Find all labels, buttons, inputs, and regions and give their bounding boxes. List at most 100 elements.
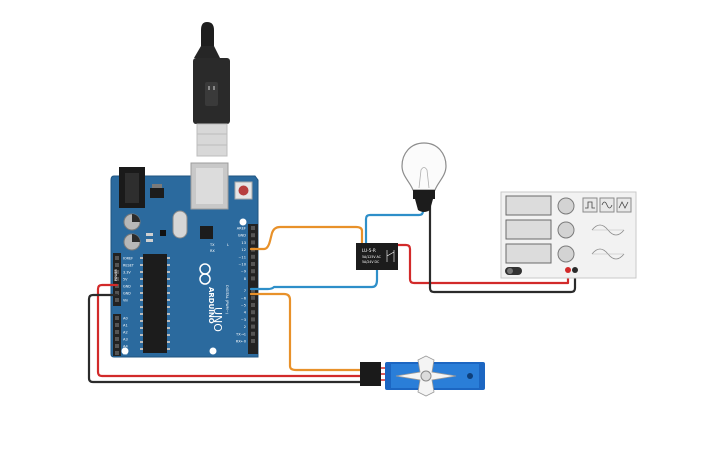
knob-offset[interactable] bbox=[557, 245, 575, 263]
chip-pin bbox=[140, 278, 143, 280]
mounting-hole bbox=[209, 347, 217, 355]
header-pin[interactable] bbox=[115, 298, 119, 302]
header-pin[interactable] bbox=[251, 324, 255, 329]
digital-pin-label: RX←0 bbox=[236, 340, 247, 344]
header-pin[interactable] bbox=[115, 256, 119, 260]
chip-pin bbox=[167, 306, 170, 308]
reset-button-cap[interactable] bbox=[238, 185, 249, 196]
digital-pin-label: 7 bbox=[244, 289, 246, 293]
function-generator[interactable] bbox=[500, 191, 637, 279]
header-pin[interactable] bbox=[251, 233, 255, 238]
wire-pin8-to-servo[interactable] bbox=[249, 292, 370, 372]
digital-pin-label: TX→1 bbox=[235, 332, 246, 336]
chip-pin bbox=[167, 292, 170, 294]
mounting-hole bbox=[121, 347, 129, 355]
header-pin[interactable] bbox=[115, 291, 119, 295]
chip-pin bbox=[140, 320, 143, 322]
chip-pin bbox=[140, 257, 143, 259]
header-pin[interactable] bbox=[251, 295, 255, 300]
wire-relay-to-bulb[interactable] bbox=[364, 204, 425, 246]
header-pin[interactable] bbox=[115, 277, 119, 281]
chip-pin bbox=[167, 341, 170, 343]
chip-pins bbox=[140, 257, 170, 350]
header-pin[interactable] bbox=[115, 330, 119, 334]
chip-pin bbox=[140, 271, 143, 273]
wire-gnd-to-servo[interactable] bbox=[87, 293, 370, 384]
knob-amplitude[interactable] bbox=[557, 221, 575, 239]
servo-motor-icon[interactable] bbox=[360, 355, 485, 397]
chip-pin bbox=[140, 313, 143, 315]
analog-pin-label: A4 bbox=[123, 345, 128, 349]
chip-pin bbox=[140, 306, 143, 308]
analog-pins bbox=[115, 316, 119, 355]
analog-pin-label: A5 bbox=[123, 352, 128, 356]
wire-5v-to-servo[interactable] bbox=[96, 283, 370, 378]
chip-pin bbox=[140, 299, 143, 301]
microcontroller-chip bbox=[143, 254, 167, 353]
chip-pin bbox=[167, 320, 170, 322]
wire-pin9-to-relay[interactable] bbox=[249, 260, 379, 291]
header-pin[interactable] bbox=[251, 240, 255, 245]
header-pin[interactable] bbox=[251, 288, 255, 293]
header-pin[interactable] bbox=[115, 270, 119, 274]
chip-pin bbox=[140, 334, 143, 336]
analog-header[interactable] bbox=[113, 314, 121, 356]
light-bulb-icon[interactable] bbox=[401, 142, 447, 212]
power-pin-label: 3.3V bbox=[123, 271, 131, 275]
chip-pin bbox=[140, 348, 143, 350]
header-pin[interactable] bbox=[115, 351, 119, 355]
wire-relay-to-generator[interactable] bbox=[393, 243, 570, 285]
chip-pin bbox=[167, 327, 170, 329]
display-offset bbox=[505, 243, 552, 264]
chip-pin bbox=[167, 278, 170, 280]
digital-pin-label: ~5 bbox=[241, 304, 246, 308]
power-pin-label: IOREF bbox=[123, 257, 133, 261]
relay-module[interactable]: LU-5-R 5A/125V AC 5A/24V DC bbox=[356, 243, 398, 270]
header-pin[interactable] bbox=[115, 344, 119, 348]
header-pin[interactable] bbox=[251, 331, 255, 336]
header-pin[interactable] bbox=[251, 226, 255, 230]
knob-frequency[interactable] bbox=[557, 197, 575, 215]
triangle-wave-button[interactable] bbox=[616, 197, 632, 213]
digital-pin-label: AREF bbox=[237, 227, 246, 231]
digital-header-title: DIGITAL (PWM~) bbox=[225, 285, 229, 315]
wire-gnd-to-relay[interactable] bbox=[249, 225, 364, 251]
digital-pin-label: ~3 bbox=[241, 318, 246, 322]
wire-bulb-to-generator[interactable] bbox=[428, 204, 577, 294]
header-pin[interactable] bbox=[251, 310, 255, 315]
header-pin[interactable] bbox=[251, 254, 255, 259]
chip-pin bbox=[167, 264, 170, 266]
rx-led-label: RX bbox=[210, 249, 215, 253]
power-header-title: POWER bbox=[114, 268, 118, 281]
header-pin[interactable] bbox=[251, 276, 255, 281]
mounting-hole bbox=[239, 218, 247, 226]
header-pin[interactable] bbox=[251, 317, 255, 322]
arduino-uno-board[interactable]: TX RX L ARDUINO UNO DIGITAL (PWM~) IOREF… bbox=[110, 162, 259, 358]
chip-pin bbox=[167, 348, 170, 350]
header-pin[interactable] bbox=[251, 303, 255, 307]
power-pin-label: RESET bbox=[123, 264, 135, 268]
digital-pin-label: ~10 bbox=[238, 263, 246, 267]
header-pin[interactable] bbox=[115, 337, 119, 341]
relay-rating-dc: 5A/24V DC bbox=[362, 260, 380, 264]
header-pin[interactable] bbox=[115, 323, 119, 327]
arduino-model-label: UNO bbox=[211, 307, 224, 332]
header-pin[interactable] bbox=[115, 316, 119, 320]
output-terminal-negative[interactable] bbox=[572, 267, 578, 273]
header-pin[interactable] bbox=[251, 339, 255, 343]
analog-pin-label: A0 bbox=[123, 317, 128, 321]
power-pin-label: GND bbox=[123, 285, 131, 289]
relay-rating-ac: 5A/125V AC bbox=[362, 255, 382, 259]
chip-pin bbox=[140, 264, 143, 266]
usb-cable-icon[interactable] bbox=[193, 22, 230, 157]
header-pin[interactable] bbox=[115, 263, 119, 267]
header-pin[interactable] bbox=[251, 262, 255, 266]
digital-pin-label: ~6 bbox=[241, 296, 247, 300]
digital-pin-label: 13 bbox=[241, 241, 246, 245]
header-pin[interactable] bbox=[251, 269, 255, 274]
output-terminal-positive[interactable] bbox=[565, 267, 571, 273]
square-wave-button[interactable] bbox=[582, 197, 598, 213]
